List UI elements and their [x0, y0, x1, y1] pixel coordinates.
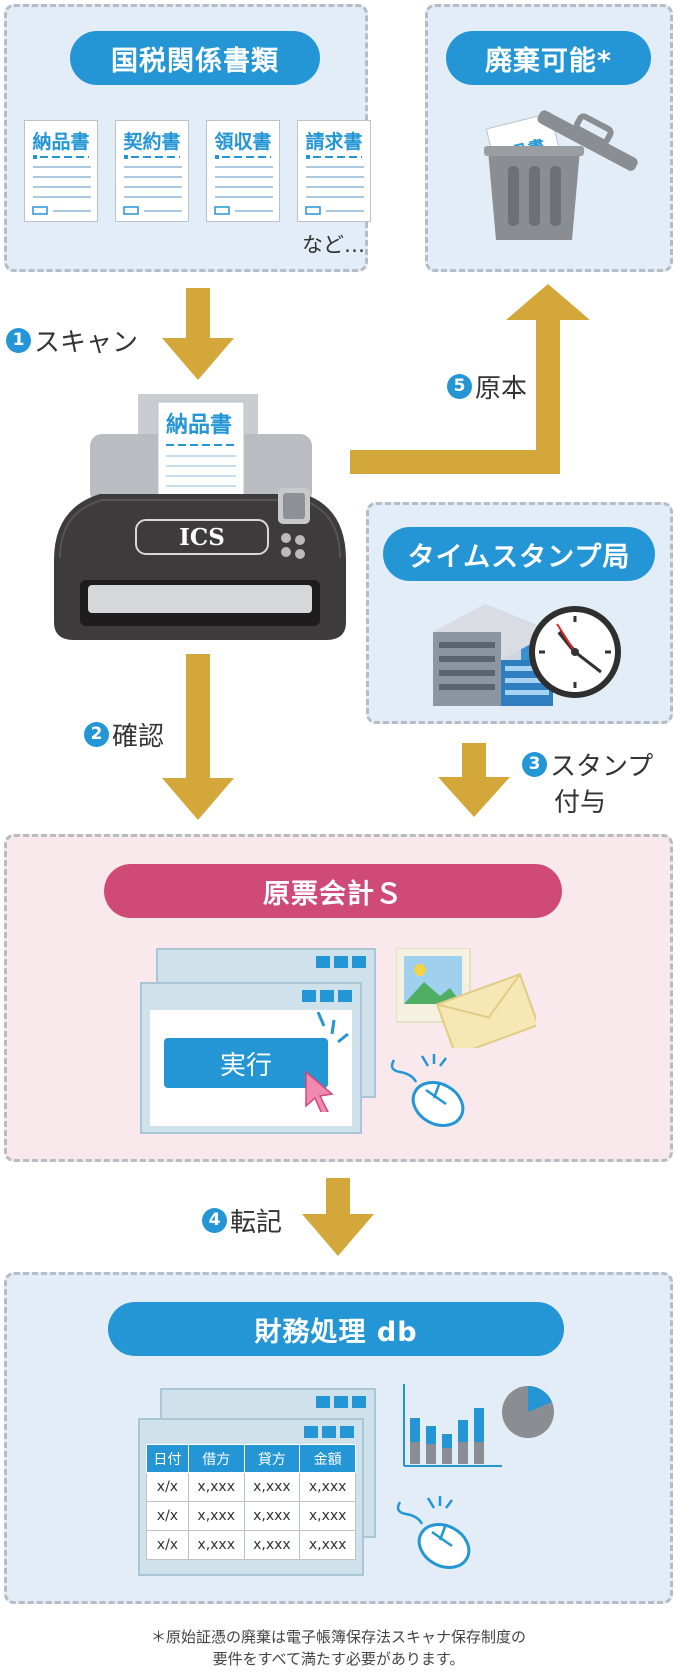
- arrow-down-scan: [162, 288, 234, 380]
- step-label: スタンプ: [550, 752, 654, 782]
- journal-table: 日付 借方 貸方 金額 x/x x,xxx x,xxx x,xxx x/x x,…: [146, 1444, 356, 1560]
- footnote-line-2: 要件をすべて満たす必要があります。: [212, 1650, 465, 1668]
- zaimu-title: 財務処理 db: [108, 1302, 564, 1356]
- step-5-label: 5 原本: [447, 368, 527, 405]
- step-number-badge: 5: [447, 374, 472, 399]
- document-ryoushuusho: 領収書: [206, 120, 280, 222]
- documents-title: 国税関係書類: [70, 31, 320, 85]
- table-cell: x,xxx: [299, 1472, 356, 1502]
- step-label: 確認: [112, 722, 165, 752]
- scanner-icon: 納品書 ICS: [54, 394, 346, 640]
- table-cell: x,xxx: [187, 1472, 245, 1502]
- document-lines-icon: [214, 155, 273, 215]
- table-header: 貸方: [243, 1444, 301, 1473]
- footnote-line-1: ＊原始証憑の廃棄は電子帳簿保存法スキャナ保存制度の: [150, 1628, 526, 1646]
- table-header: 金額: [299, 1444, 356, 1473]
- document-lines-icon: [305, 155, 364, 215]
- table-cell: x/x: [146, 1530, 189, 1560]
- execute-button[interactable]: 実行: [164, 1038, 328, 1088]
- step-1-label: 1 スキャン: [6, 322, 138, 359]
- timestamp-title: タイムスタンプ局: [383, 527, 655, 581]
- document-label: 納品書: [32, 131, 90, 153]
- document-label: 領収書: [214, 131, 272, 153]
- photo-mail-icon: [396, 948, 536, 1048]
- mouse-icon: [396, 1496, 471, 1569]
- table-cell: x/x: [146, 1501, 189, 1531]
- document-nouhinsho: 納品書: [24, 120, 98, 222]
- table-cell: x,xxx: [187, 1530, 245, 1560]
- table-cell: x/x: [146, 1472, 189, 1502]
- disposal-title: 廃棄可能*: [446, 31, 651, 85]
- arrow-down-post: [302, 1178, 374, 1256]
- timestamp-building-clock-icon: [433, 604, 621, 706]
- step-4-label: 4 転記: [202, 1202, 282, 1239]
- document-label: 請求書: [305, 131, 363, 153]
- mouse-icon: [390, 1054, 465, 1127]
- arrow-down-stamp: [438, 743, 510, 817]
- step-number-badge: 2: [84, 722, 109, 747]
- document-label: 契約書: [123, 131, 181, 153]
- table-cell: x,xxx: [187, 1501, 245, 1531]
- step-label: 原本: [475, 374, 528, 404]
- table-cell: x,xxx: [299, 1501, 356, 1531]
- footnote: ＊原始証憑の廃棄は電子帳簿保存法スキャナ保存制度の 要件をすべて満たす必要があり…: [0, 1626, 677, 1670]
- step-3-label-line2: 付与: [554, 788, 607, 818]
- step-label: スキャン: [34, 328, 139, 358]
- table-row: x/x x,xxx x,xxx x,xxx: [146, 1472, 356, 1502]
- document-seikyuusho: 請求書: [297, 120, 371, 222]
- table-cell: x,xxx: [243, 1530, 301, 1560]
- table-header: 日付: [146, 1444, 189, 1473]
- table-header: 借方: [187, 1444, 245, 1473]
- documents-etc: など…: [302, 233, 365, 257]
- table-header-row: 日付 借方 貸方 金額: [146, 1444, 356, 1473]
- step-3-label: 3 スタンプ: [522, 746, 653, 783]
- step-label: 転記: [230, 1208, 283, 1238]
- table-row: x/x x,xxx x,xxx x,xxx: [146, 1501, 356, 1531]
- genpyo-title: 原票会計Ｓ: [104, 864, 562, 918]
- step-number-badge: 4: [202, 1208, 227, 1233]
- scanner-paper-label: 納品書: [166, 412, 232, 438]
- analytics-chart-icon: [403, 1384, 554, 1467]
- table-cell: x,xxx: [243, 1472, 301, 1502]
- step-number-badge: 1: [6, 328, 31, 353]
- document-keiyakusho: 契約書: [115, 120, 189, 222]
- table-cell: x,xxx: [243, 1501, 301, 1531]
- cursor-click-icon: [305, 1012, 349, 1112]
- arrow-up-original: [350, 284, 590, 474]
- document-lines-icon: [123, 155, 182, 215]
- step-number-badge: 3: [522, 752, 547, 777]
- arrow-down-confirm: [162, 654, 234, 820]
- table-row: x/x x,xxx x,xxx x,xxx: [146, 1530, 356, 1560]
- step-2-label: 2 確認: [84, 716, 164, 753]
- trash-can-icon: 納品書: [484, 110, 638, 240]
- document-lines-icon: [32, 155, 91, 215]
- table-cell: x,xxx: [299, 1530, 356, 1560]
- scanner-brand: ICS: [179, 524, 225, 551]
